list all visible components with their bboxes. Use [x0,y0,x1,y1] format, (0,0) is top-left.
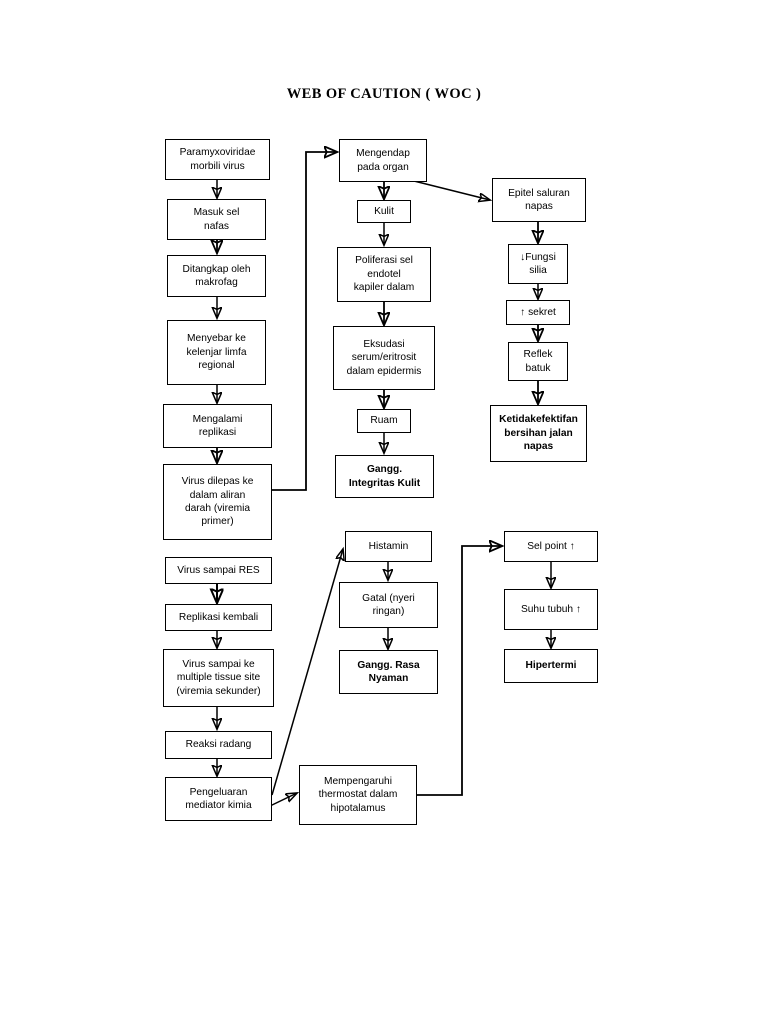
node-label: Reaksi radang [185,739,252,751]
node-reaksi-radang[interactable]: Reaksi radang [165,731,272,759]
node-ditangkap-makrofag[interactable]: Ditangkap oleh makrofag [167,255,266,297]
node-label: Histamin [368,540,409,552]
node-hipertermi[interactable]: Hipertermi [504,649,598,683]
node-menyebar-kelenjar-limfa[interactable]: Menyebar ke kelenjar limfa regional [167,320,266,385]
node-mempengaruhi-thermostat[interactable]: Mempengaruhi thermostat dalam hipotalamu… [299,765,417,825]
node-label: Eksudasi serum/eritrosit dalam epidermis [346,338,422,377]
edge-pengeluaran-to-thermostat [269,793,297,807]
node-poliferasi-endotel[interactable]: Poliferasi sel endotel kapiler dalam [337,247,431,302]
node-kulit[interactable]: Kulit [357,200,411,223]
node-eksudasi-serum[interactable]: Eksudasi serum/eritrosit dalam epidermis [333,326,435,390]
node-gangg-integritas-kulit[interactable]: Gangg. Integritas Kulit [335,455,434,498]
node-label: Kulit [374,205,394,217]
node-suhu-tubuh[interactable]: Suhu tubuh ↑ [504,589,598,630]
node-label: Virus sampai ke multiple tissue site (vi… [176,658,261,697]
node-sel-point[interactable]: Sel point ↑ [504,531,598,562]
node-label: Epitel saluran napas [508,187,570,212]
node-label: Poliferasi sel endotel kapiler dalam [353,255,415,294]
node-mengalami-replikasi[interactable]: Mengalami replikasi [163,404,272,448]
node-virus-multiple-tissue[interactable]: Virus sampai ke multiple tissue site (vi… [163,649,274,707]
node-label: ↓Fungsi silia [520,251,556,276]
node-fungsi-silia[interactable]: ↓Fungsi silia [508,244,568,284]
node-ketidakefektifan-bersihan[interactable]: Ketidakefektifan bersihan jalan napas [490,405,587,462]
node-label: Hipertermi [525,660,577,672]
node-label: Gatal (nyeri ringan) [362,592,415,617]
node-gatal-nyeri-ringan[interactable]: Gatal (nyeri ringan) [339,582,438,628]
node-mengendap-pada-organ[interactable]: Mengendap pada organ [339,139,427,182]
node-label: Menyebar ke kelenjar limfa regional [186,333,247,372]
node-label: ↑ sekret [520,306,556,318]
node-label: Masuk sel nafas [193,207,240,232]
node-label: Virus dilepas ke dalam aliran darah (vir… [181,476,254,528]
node-reflek-batuk[interactable]: Reflek batuk [508,342,568,381]
node-label: Ketidakefektifan bersihan jalan napas [499,414,578,453]
node-pengeluaran-mediator-kimia[interactable]: Pengeluaran mediator kimia [165,777,272,821]
node-sekret[interactable]: ↑ sekret [506,300,570,325]
edge-pengeluaran-to-histamin [271,549,343,796]
node-label: Pengeluaran mediator kimia [185,786,252,811]
node-gangg-rasa-nyaman[interactable]: Gangg. Rasa Nyaman [339,650,438,694]
node-label: Suhu tubuh ↑ [520,603,582,615]
node-virus-sampai-res[interactable]: Virus sampai RES [165,557,272,584]
edge-virusdilepas-to-mengendap [270,152,337,491]
node-label: Gangg. Rasa Nyaman [357,659,420,684]
node-label: Mengalami replikasi [192,413,243,438]
node-replikasi-kembali[interactable]: Replikasi kembali [165,604,272,631]
node-label: Paramyxoviridae morbili virus [179,147,256,172]
node-label: Sel point ↑ [527,540,575,552]
node-histamin[interactable]: Histamin [345,531,432,562]
node-label: Ruam [370,415,398,427]
node-paramyxoviridae[interactable]: Paramyxoviridae morbili virus [165,139,270,180]
node-label: Reflek batuk [523,349,553,374]
node-ruam[interactable]: Ruam [357,409,411,433]
node-label: Mengendap pada organ [356,148,410,173]
node-label: Virus sampai RES [177,564,260,576]
node-label: Ditangkap oleh makrofag [182,263,251,288]
node-label: Mempengaruhi thermostat dalam hipotalamu… [318,775,398,814]
node-virus-dilepas[interactable]: Virus dilepas ke dalam aliran darah (vir… [163,464,272,540]
node-label: Gangg. Integritas Kulit [348,464,421,489]
page-title: WEB OF CAUTION ( WOC ) [286,86,482,102]
node-epitel-saluran-napas[interactable]: Epitel saluran napas [492,178,586,222]
node-label: Replikasi kembali [178,611,259,623]
node-masuk-sel-nafas[interactable]: Masuk sel nafas [167,199,266,240]
